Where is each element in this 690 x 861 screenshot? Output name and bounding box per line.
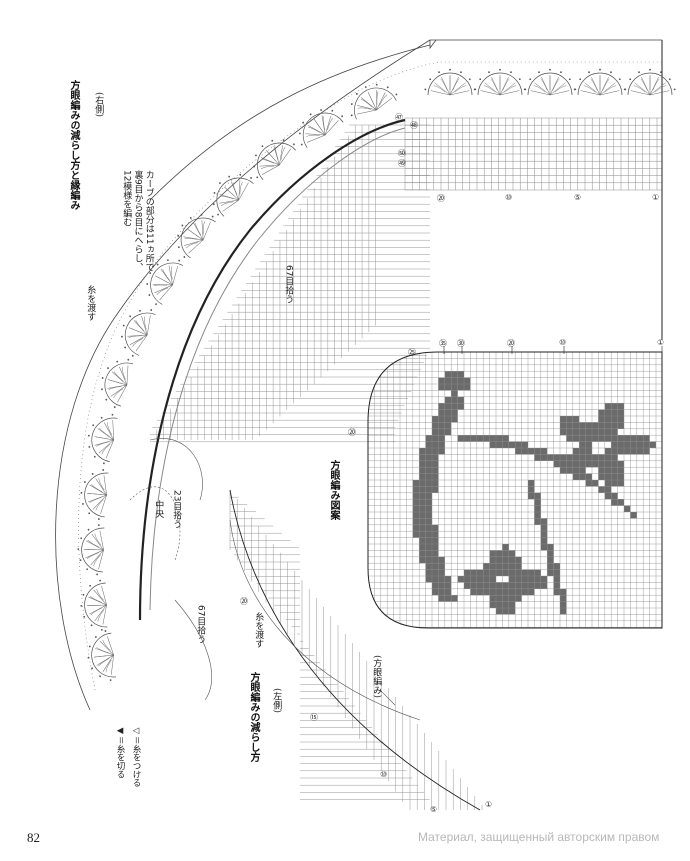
filet-pattern-chart	[367, 346, 663, 629]
pattern-num-20: ⑳	[507, 339, 515, 348]
row-num-border-1: ㊿	[398, 149, 406, 158]
left-side-subtitle: (左側)	[271, 688, 282, 714]
pattern-side-20: ⑳	[348, 428, 356, 437]
watermark-text: Материал, защищенный авторским правом	[418, 830, 660, 844]
left-num-10: ⑩	[380, 770, 388, 779]
legend-attach: ◁＝糸をつける	[131, 726, 141, 788]
outline-curves	[55, 39, 662, 711]
left-decrease-grid	[229, 489, 483, 811]
curve-note-line-3: 12模様を編む	[121, 170, 132, 227]
curve-note: カーブの部分は11ヵ所で 裏9目から8目にへらし、 12模様を編む	[120, 170, 154, 271]
pattern-title: 方眼編み図案	[328, 460, 339, 520]
pattern-num-10: ⑩	[559, 338, 567, 347]
row-num-top-20: ⑳	[437, 194, 445, 203]
pick-67-top-note: 67目拾う	[283, 265, 294, 304]
pick-67-bottom-note: 67目拾う	[195, 605, 206, 644]
row-num-top-5: ⑤	[574, 193, 582, 202]
row-num-border-3: ㊽	[410, 121, 418, 130]
legend-cut: ◀＝糸を切る	[115, 726, 125, 779]
pattern-num-1: ①	[657, 338, 665, 347]
row-num-top-1: ①	[652, 193, 660, 202]
left-num-5: ⑤	[430, 805, 438, 814]
pattern-side-25: ㉕	[408, 348, 416, 357]
filet-label: (方眼編み)	[371, 655, 382, 699]
pattern-num-30: ㉚	[457, 339, 465, 348]
pass-thread-top-note: 糸を渡す	[85, 285, 96, 321]
row-num-top-10: ⑩	[505, 193, 513, 202]
pick-23-note: 23目拾う	[171, 490, 182, 529]
pass-thread-left-note: 糸を渡す	[253, 612, 264, 648]
right-side-subtitle: (右側)	[93, 92, 104, 118]
left-side-title: 方眼編みの減らし方	[248, 672, 259, 762]
left-num-20: ⑳	[240, 597, 248, 606]
left-num-15: ⑮	[310, 713, 318, 722]
right-side-title: 方眼編みの減らし方と縁編み	[68, 80, 79, 210]
left-num-1: ①	[485, 800, 493, 809]
curve-note-line-1: カーブの部分は11ヵ所で	[143, 170, 154, 272]
row-num-border-4: ㊼	[395, 113, 403, 122]
guide-lines	[129, 438, 421, 721]
curve-filet-grid	[138, 118, 430, 621]
edging-border	[77, 61, 676, 691]
page-number: 82	[27, 830, 40, 845]
row-num-border-2: ㊾	[398, 159, 406, 168]
curve-note-line-2: 裏9目から8目にへらし、	[132, 170, 143, 272]
symbol-legend: ◁＝糸をつける ◀＝糸を切る	[114, 726, 142, 787]
top-filet-grid	[404, 40, 663, 340]
pattern-num-35: ㉟	[439, 339, 447, 348]
center-note: 中央	[153, 500, 164, 518]
